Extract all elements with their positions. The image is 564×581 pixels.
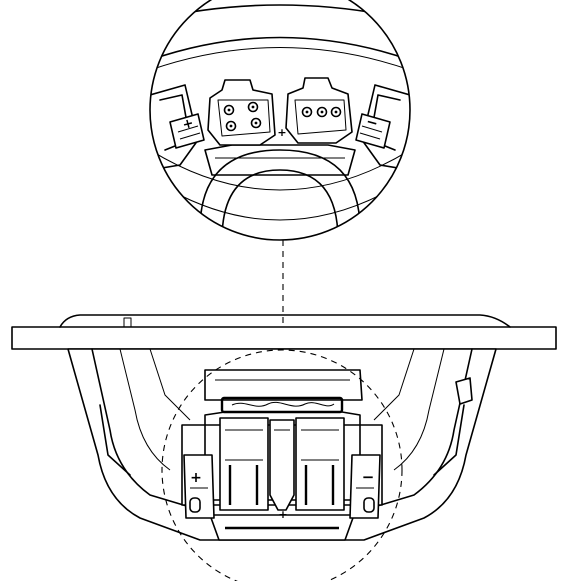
two-pin-connector — [285, 77, 353, 144]
detail-circle — [161, 349, 403, 581]
lower-positive-terminal-label: + — [190, 470, 202, 486]
lower-negative-terminal-label: − — [362, 468, 375, 486]
lower-center-polarity-label: + — [278, 508, 287, 521]
positive-terminal-label: + — [181, 116, 195, 133]
magnified-callout: + − + — [149, 0, 411, 241]
right-terminal-clip: − — [355, 113, 391, 149]
negative-terminal-label: − — [364, 114, 379, 132]
mounting-flange — [11, 326, 557, 350]
four-pin-connector — [207, 79, 276, 146]
left-terminal-clip: + — [169, 113, 205, 149]
motor-block — [204, 369, 363, 401]
terminal-cup: + − + — [161, 349, 403, 581]
center-polarity-label: + — [277, 126, 286, 139]
